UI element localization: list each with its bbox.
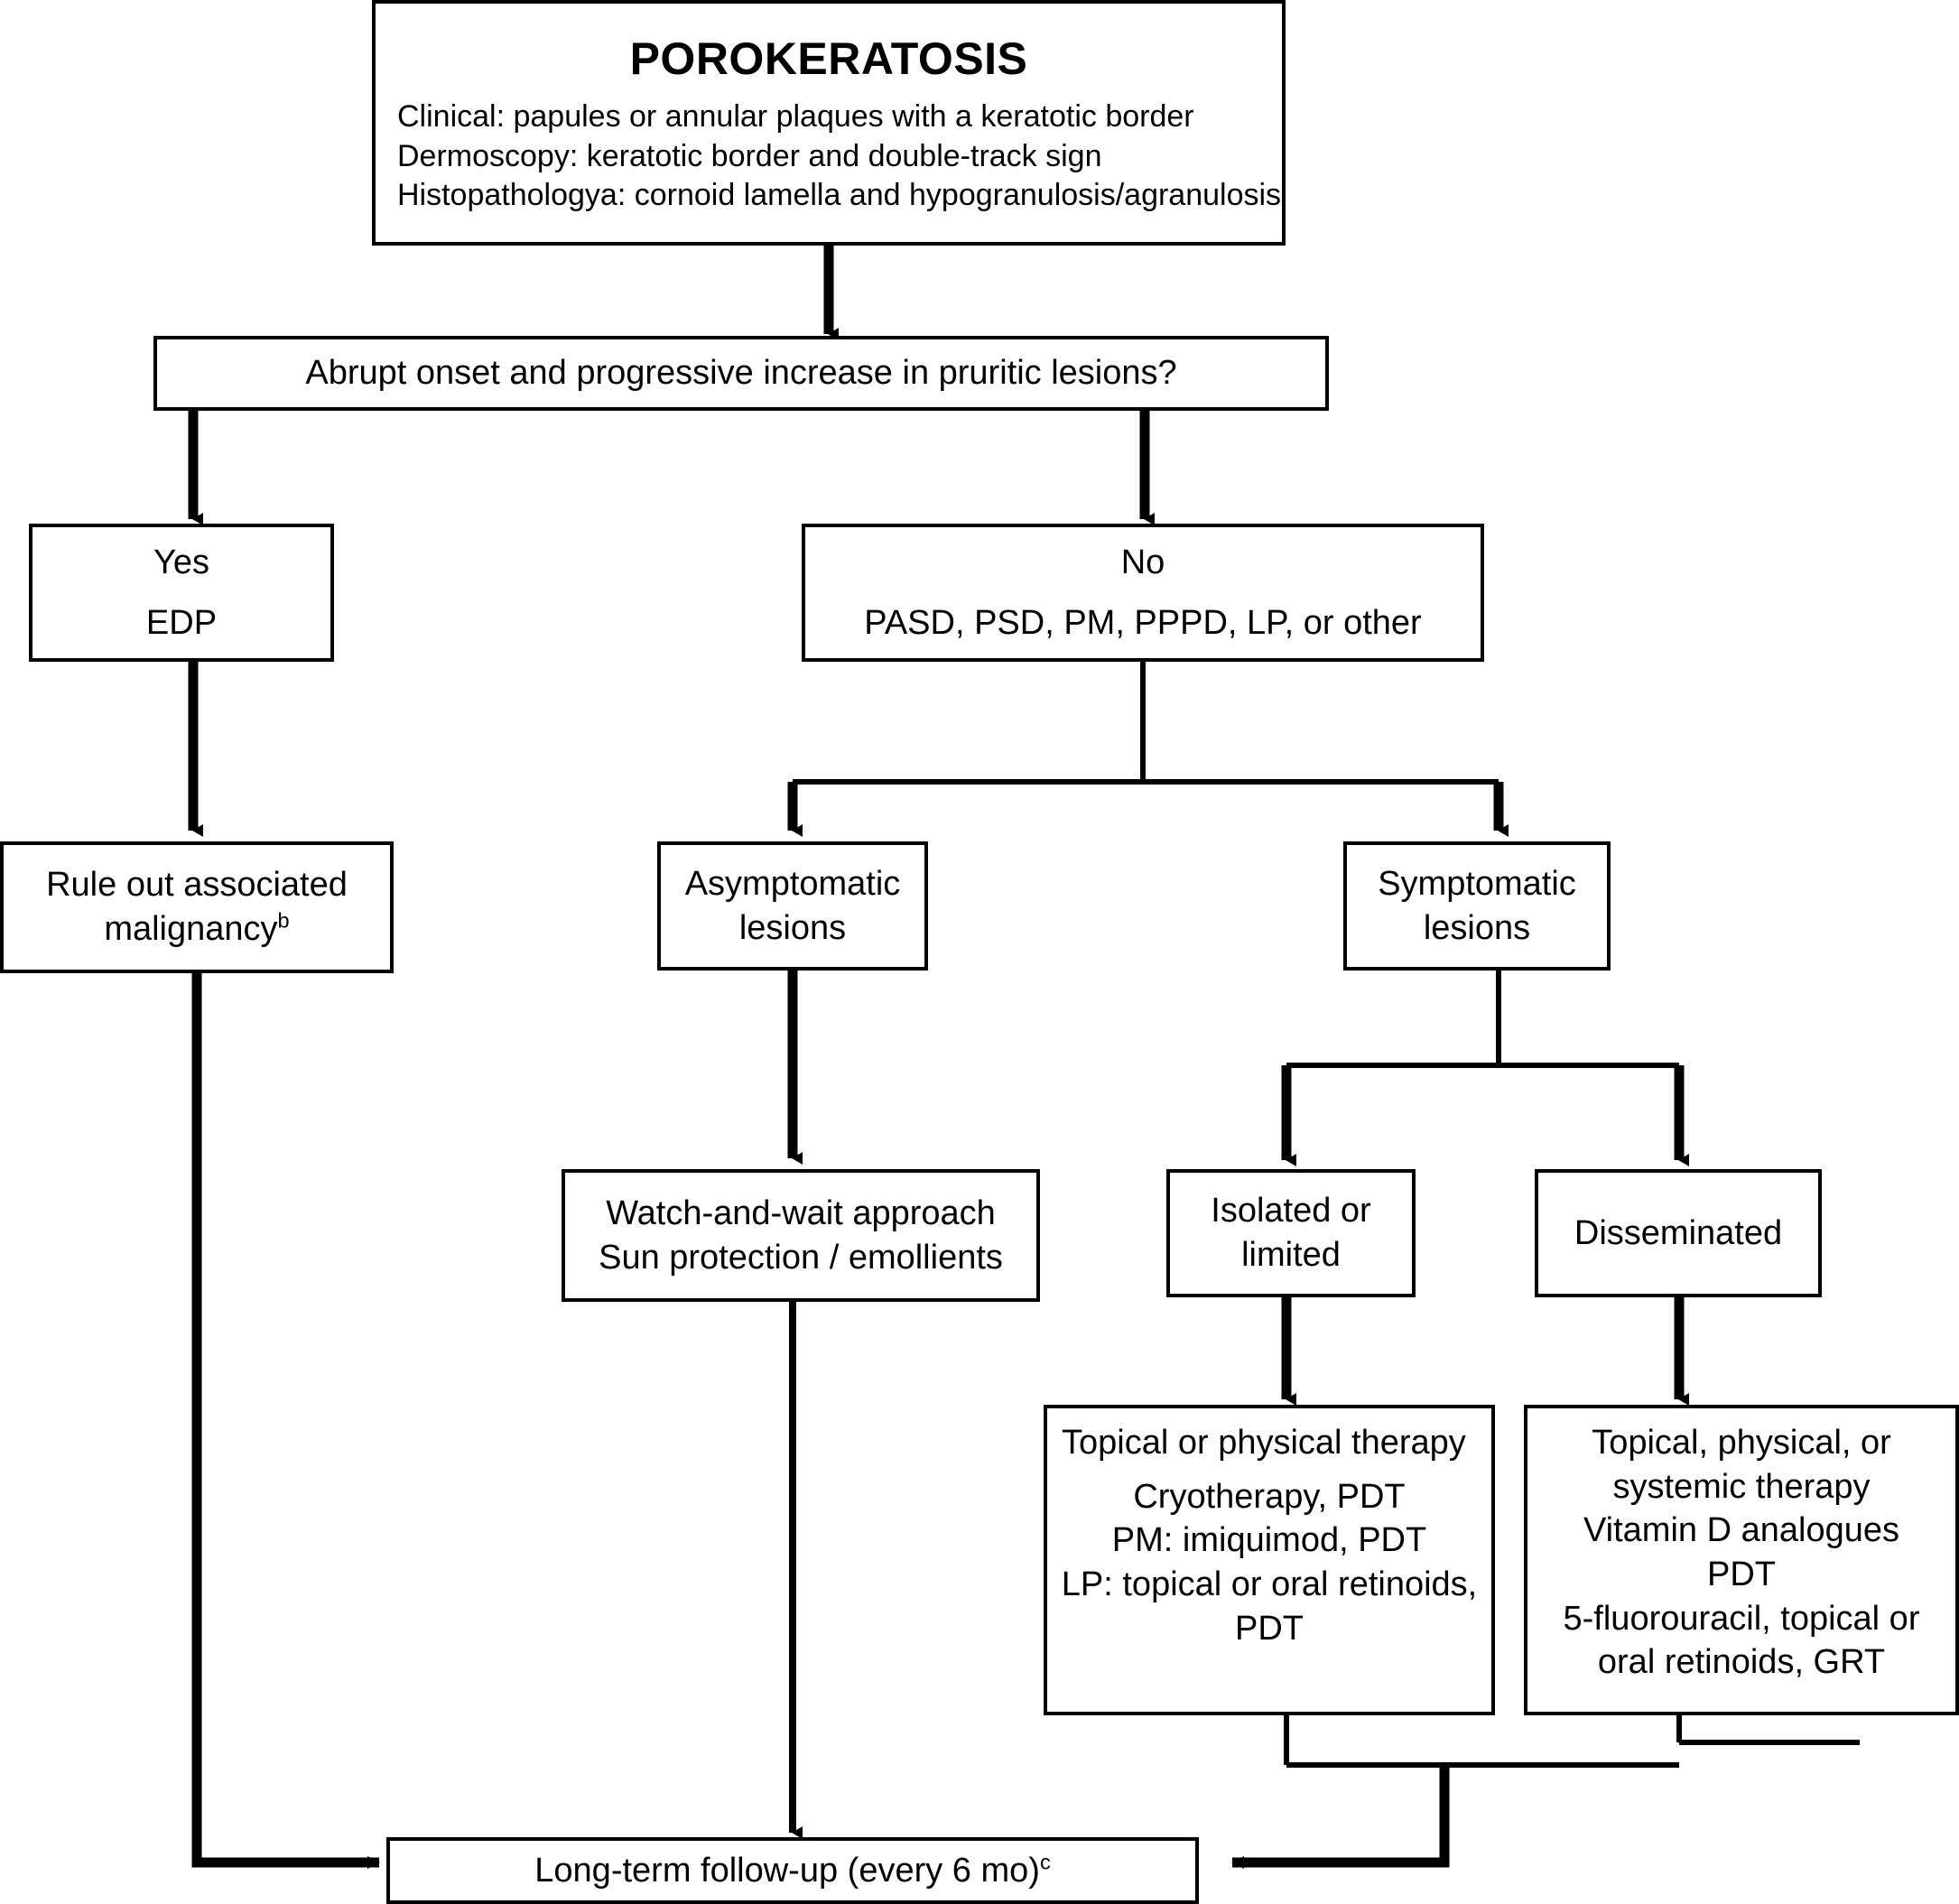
node-porokeratosis: POROKERATOSIS Clinical: papules or annul… (372, 0, 1286, 246)
porokeratosis-heading: POROKERATOSIS (629, 33, 1028, 85)
topical-therapy-line-pdt: PDT (1235, 1609, 1304, 1648)
rule-out-footnote-marker: b (277, 908, 290, 933)
porokeratosis-line-dermoscopy: Dermoscopy: keratotic border and double-… (397, 138, 1102, 173)
yes-branch-subtype: EDP (145, 603, 218, 642)
edge-rule-out-to-followup (191, 973, 380, 1869)
node-topical-physical-therapy: Topical or physical therapy Cryotherapy,… (1044, 1405, 1495, 1715)
disseminated-line1: Disseminated (1574, 1213, 1783, 1252)
rule-out-line2: malignancyb (104, 907, 289, 952)
node-symptomatic: Symptomatic lesions (1343, 841, 1611, 971)
node-no-branch: No PASD, PSD, PM, PPPD, LP, or other (802, 524, 1484, 662)
no-branch-subtypes: PASD, PSD, PM, PPPD, LP, or other (864, 603, 1422, 642)
systemic-therapy-line-1: Topical, physical, or (1592, 1424, 1891, 1462)
node-isolated-limited: Isolated or limited (1166, 1169, 1416, 1297)
question-text: Abrupt onset and progressive increase in… (305, 354, 1177, 393)
watch-and-wait-line2: Sun protection / emollients (599, 1238, 1003, 1277)
systemic-therapy-line-2: systemic therapy (1612, 1467, 1871, 1506)
systemic-therapy-line-4: PDT (1707, 1555, 1776, 1593)
isolated-limited-line2: limited (1241, 1236, 1341, 1274)
rule-out-line2-text: malignancy (104, 910, 278, 948)
yes-branch-label: Yes (153, 543, 209, 581)
node-disseminated: Disseminated (1535, 1169, 1822, 1297)
node-rule-out-malignancy: Rule out associated malignancyb (0, 841, 394, 973)
node-asymptomatic: Asymptomatic lesions (657, 841, 928, 971)
node-topical-physical-systemic-therapy: Topical, physical, or systemic therapy V… (1524, 1405, 1959, 1715)
followup-text-wrapper: Long-term follow-up (every 6 mo)c (534, 1849, 1050, 1893)
systemic-therapy-line-5: 5-fluorouracil, topical or (1563, 1599, 1920, 1638)
followup-footnote-marker: c (1039, 1850, 1051, 1874)
edge-therapies-to-followup (1231, 1762, 1450, 1869)
symptomatic-line2: lesions (1423, 908, 1531, 947)
topical-therapy-heading: Topical or physical therapy (1062, 1424, 1466, 1462)
porokeratosis-line-clinical: Clinical: papules or annular plaques wit… (397, 99, 1194, 135)
systemic-therapy-line-3: Vitamin D analogues (1583, 1511, 1899, 1550)
node-followup: Long-term follow-up (every 6 mo)c (386, 1837, 1199, 1904)
asymptomatic-line2: lesions (738, 908, 847, 947)
topical-therapy-line-lp: LP: topical or oral retinoids, (1061, 1565, 1478, 1604)
topical-therapy-line-cryotherapy: Cryotherapy, PDT (1133, 1477, 1406, 1516)
followup-text: Long-term follow-up (every 6 mo) (534, 1851, 1040, 1890)
porokeratosis-line-histopathology: Histopathologya: cornoid lamella and hyp… (397, 178, 1282, 213)
symptomatic-line1: Symptomatic (1378, 864, 1576, 903)
node-watch-and-wait: Watch-and-wait approach Sun protection /… (562, 1169, 1040, 1302)
watch-and-wait-line1: Watch-and-wait approach (606, 1193, 996, 1232)
node-question: Abrupt onset and progressive increase in… (153, 336, 1329, 411)
topical-therapy-line-pm: PM: imiquimod, PDT (1111, 1521, 1427, 1560)
asymptomatic-line1: Asymptomatic (684, 864, 901, 903)
node-yes-branch: Yes EDP (29, 524, 334, 662)
isolated-limited-line1: Isolated or (1211, 1192, 1371, 1231)
no-branch-label: No (1120, 543, 1165, 581)
systemic-therapy-line-6: oral retinoids, GRT (1597, 1643, 1886, 1682)
rule-out-line1: Rule out associated (46, 866, 348, 905)
